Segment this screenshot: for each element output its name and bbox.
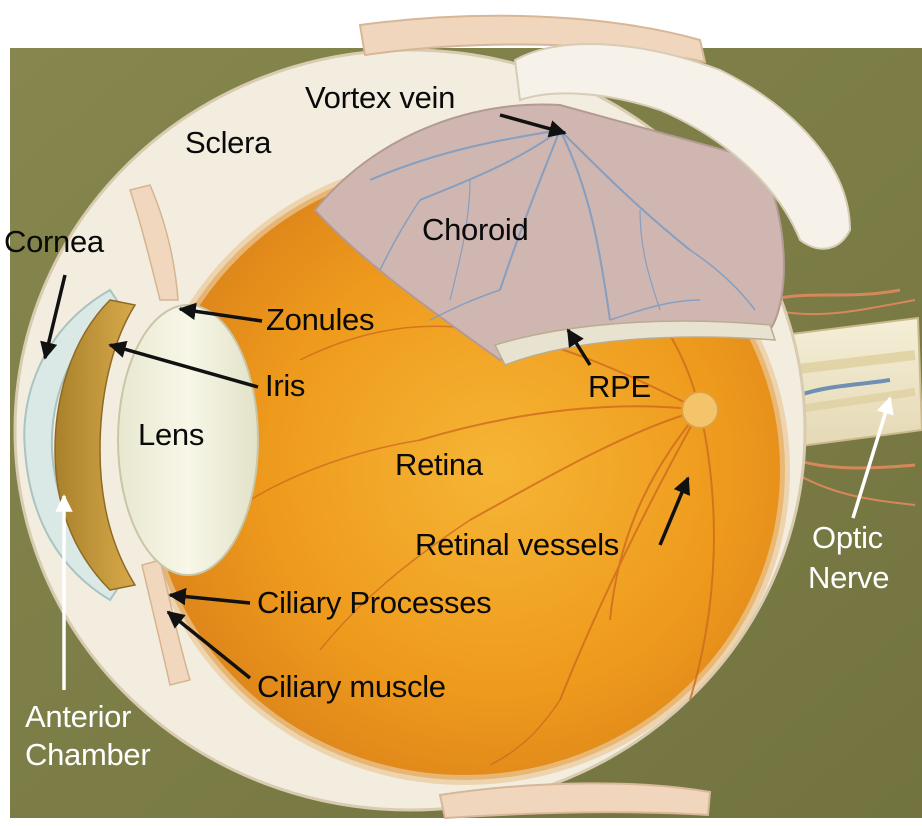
label-anterior-chamber-line1: Anterior bbox=[25, 699, 131, 734]
label-optic-nerve-line2: Nerve bbox=[808, 560, 889, 595]
label-ciliary-processes: Ciliary Processes bbox=[257, 585, 491, 620]
label-rpe: RPE bbox=[588, 369, 651, 404]
label-vortex-vein: Vortex vein bbox=[305, 80, 455, 115]
label-retinal-vessels: Retinal vessels bbox=[415, 527, 619, 562]
label-cornea: Cornea bbox=[4, 224, 105, 259]
label-lens: Lens bbox=[138, 417, 204, 452]
label-ciliary-muscle: Ciliary muscle bbox=[257, 669, 446, 704]
label-zonules: Zonules bbox=[266, 302, 374, 337]
label-optic-nerve-line1: Optic bbox=[812, 520, 883, 555]
label-iris: Iris bbox=[265, 368, 305, 403]
label-sclera: Sclera bbox=[185, 125, 272, 160]
label-choroid: Choroid bbox=[422, 212, 528, 247]
optic-disc bbox=[682, 392, 718, 428]
label-anterior-chamber-line2: Chamber bbox=[25, 737, 150, 772]
label-retina: Retina bbox=[395, 447, 484, 482]
